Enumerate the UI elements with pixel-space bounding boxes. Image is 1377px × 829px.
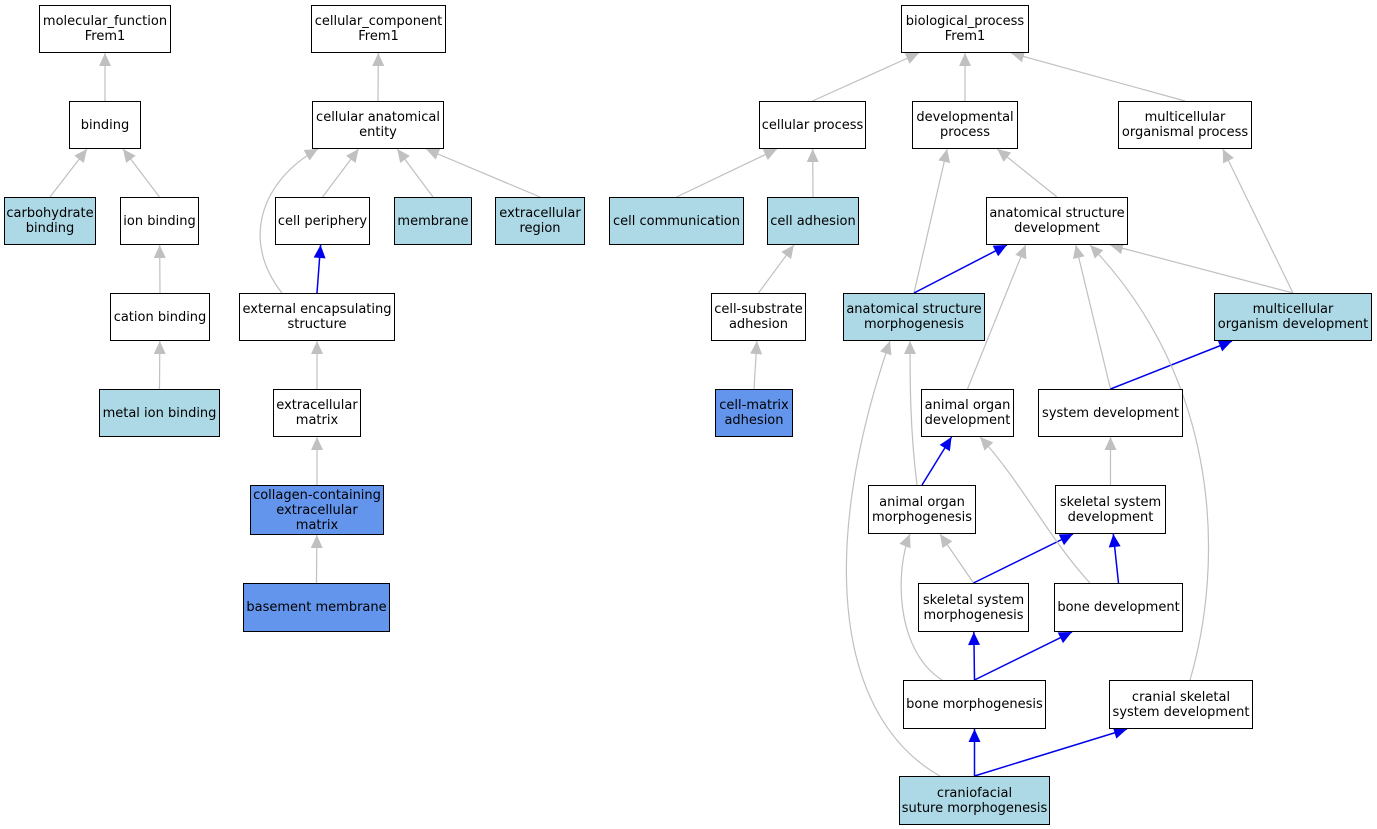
edge-skel_morph-to-skel_dev-arrowhead: [1058, 534, 1073, 546]
node-ion-binding[interactable]: ion binding: [120, 197, 199, 245]
edge-sys_dev-to-anat_dev-arrowhead: [1072, 245, 1085, 260]
node-binding[interactable]: binding: [69, 101, 141, 149]
edge-sys_dev-to-anat_dev: [1075, 244, 1112, 390]
edge-multi_dev-to-multi_proc-arrowhead: [1222, 149, 1234, 164]
edge-membrane-to-cell_anat-arrowhead: [397, 149, 410, 164]
edge-cranial_skel-to-anat_dev: [1089, 244, 1210, 681]
edge-multi_dev-to-multi_proc: [1222, 148, 1294, 294]
edge-anat_morph-to-anat_dev-arrowhead: [992, 245, 1007, 257]
edge-cell_periph-to-cell_anat-arrowhead: [345, 149, 359, 163]
edge-skel_morph-to-organ_morph-arrowhead: [940, 534, 953, 549]
edge-multi_dev-to-anat_dev-arrowhead: [1110, 242, 1125, 255]
edge-bone_morph-to-organ_morph: [900, 533, 943, 681]
node-cellular-process[interactable]: cellular process: [759, 101, 866, 149]
edge-ext_encap-to-cell_anat: [259, 148, 319, 294]
edge-skel_dev-to-sys_dev-arrowhead: [1104, 437, 1117, 450]
edge-skel_morph-to-skel_dev: [973, 533, 1074, 584]
edge-anat_morph-to-dev_proc: [913, 148, 948, 294]
edge-multi_dev-to-anat_dev: [1109, 244, 1294, 294]
edge-bone_morph-to-organ_morph-arrowhead: [899, 534, 911, 549]
edge-craniofacial-to-anat_morph-arrowhead: [880, 341, 892, 356]
edge-ecm-to-ext_encap-arrowhead: [311, 341, 323, 354]
node-cell-periphery[interactable]: cell periphery: [275, 197, 370, 245]
edge-dev_proc-to-bp_root-arrowhead: [959, 53, 971, 66]
node-cation-binding[interactable]: cation binding: [110, 293, 210, 341]
edge-organ_dev-to-anat_dev: [966, 244, 1027, 390]
edge-multi_proc-to-bp_root-arrowhead: [1011, 50, 1026, 63]
edge-ext_encap-to-cell_anat-arrowhead: [303, 149, 318, 161]
edge-bone_dev-to-organ_dev: [979, 436, 1091, 584]
edge-basement-to-collagen_ecm-arrowhead: [310, 535, 323, 549]
edge-craniofacial-to-anat_morph: [845, 340, 941, 777]
edge-binding-to-mf_root-arrowhead: [99, 53, 111, 66]
edge-cell_proc-to-bp_root: [812, 52, 920, 102]
edge-cell_proc-to-bp_root-arrowhead: [904, 52, 919, 64]
edge-anat_morph-to-dev_proc-arrowhead: [938, 149, 951, 164]
node-system-development[interactable]: system development: [1038, 389, 1183, 437]
edge-anat_dev-to-dev_proc-arrowhead: [997, 149, 1012, 162]
edge-bone_dev-to-skel_dev-arrowhead: [1108, 534, 1121, 548]
edge-cranial_skel-to-anat_dev-arrowhead: [1090, 245, 1104, 259]
edge-cation_binding-to-ion_binding-arrowhead: [153, 245, 166, 259]
edge-cell_anat-to-cc_root-arrowhead: [372, 53, 385, 67]
edge-craniofacial-to-cranial_skel-arrowhead: [1112, 727, 1127, 739]
edge-collagen_ecm-to-ecm-arrowhead: [311, 437, 323, 450]
edge-anat_morph-to-anat_dev: [913, 244, 1008, 294]
edge-craniofacial-to-bone_morph-arrowhead: [968, 729, 981, 742]
edge-craniofacial-to-cranial_skel: [974, 728, 1128, 777]
node-cell-adhesion[interactable]: cell adhesion: [767, 197, 859, 245]
node-bone-morphogenesis[interactable]: bone morphogenesis: [903, 680, 1046, 729]
edge-organ_morph-to-organ_dev-arrowhead: [939, 437, 952, 452]
edge-bone_morph-to-skel_morph-arrowhead: [968, 632, 981, 646]
edge-cell_adh-to-cell_proc-arrowhead: [806, 149, 819, 163]
edge-ext_encap-to-cell_periph-arrowhead: [313, 245, 326, 259]
node-basement-membrane[interactable]: basement membrane: [243, 583, 390, 632]
edge-extracell_reg-to-cell_anat-arrowhead: [426, 148, 441, 160]
edge-bone_morph-to-bone_dev: [974, 631, 1073, 681]
node-bone-development[interactable]: bone development: [1054, 583, 1183, 632]
edge-cell_matrix-to-cell_sub-arrowhead: [750, 341, 763, 355]
edge-organ_dev-to-anat_dev-arrowhead: [1015, 245, 1027, 260]
edge-bone_morph-to-bone_dev-arrowhead: [1057, 632, 1072, 644]
edge-carb_binding-to-binding-arrowhead: [74, 149, 87, 163]
node-cell-communication[interactable]: cell communication: [609, 197, 744, 245]
node-metal-ion-binding[interactable]: metal ion binding: [99, 389, 220, 437]
edge-organ_morph-to-anat_morph-arrowhead: [904, 341, 916, 354]
node-membrane[interactable]: membrane: [394, 197, 472, 245]
edge-cell_comm-to-cell_proc-arrowhead: [762, 149, 777, 161]
edge-sys_dev-to-multi_dev-arrowhead: [1217, 340, 1232, 352]
edge-cell_sub-to-cell_adh-arrowhead: [781, 245, 794, 260]
edge-cell_comm-to-cell_proc: [676, 148, 778, 198]
edge-organ_morph-to-anat_morph: [909, 340, 918, 486]
edge-bone_dev-to-organ_dev-arrowhead: [980, 437, 994, 451]
edge-extracell_reg-to-cell_anat: [425, 148, 541, 198]
edge-metal_ion-to-cation_binding-arrowhead: [153, 341, 166, 355]
edge-multi_proc-to-bp_root: [1010, 52, 1186, 102]
edge-ion_binding-to-binding-arrowhead: [123, 149, 136, 163]
